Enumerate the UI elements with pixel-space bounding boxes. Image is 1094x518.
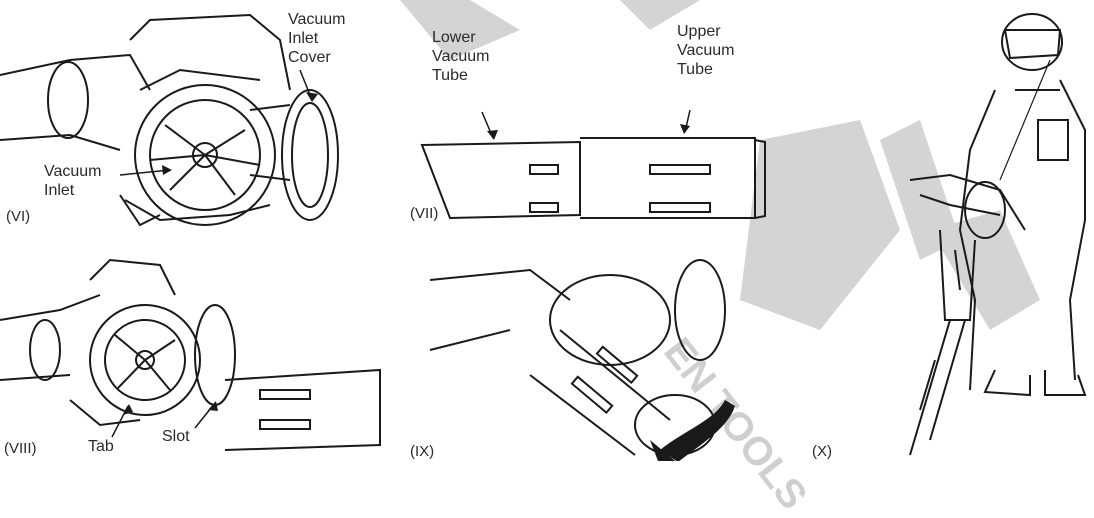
panel-number-x: (X) [812, 443, 832, 460]
label-tab: Tab [88, 438, 114, 455]
label-lower-vacuum-tube: Lower Vacuum Tube [432, 29, 490, 84]
tube-twist-illustration [429, 259, 735, 461]
panel-number-vii: (VII) [410, 205, 439, 222]
panel-viii: Tab Slot (VIII) [0, 240, 385, 461]
panel-x: (X) [800, 0, 1094, 461]
label-upper-vacuum-tube: Upper Vacuum Tube [677, 23, 735, 78]
panel-number-vi: (VI) [6, 208, 31, 225]
blower-tube-attach-illustration [0, 258, 381, 451]
panel-number-ix: (IX) [410, 443, 435, 460]
vacuum-tubes-illustration [420, 109, 766, 220]
label-slot: Slot [162, 428, 190, 445]
panel-vi: Vacuum Inlet Cover Vacuum Inlet (VI) [0, 0, 380, 235]
blower-inlet-illustration [0, 13, 339, 227]
panel-vii: Lower Vacuum Tube Upper Vacuum Tube (VII… [410, 0, 780, 235]
panel-ix: (IX) [410, 240, 770, 461]
label-vacuum-inlet: Vacuum Inlet [44, 163, 102, 199]
panel-number-viii: (VIII) [4, 440, 37, 457]
operator-vacuum-illustration [909, 13, 1087, 456]
watermark-graphic [400, 0, 1040, 330]
label-vacuum-inlet-cover: Vacuum Inlet Cover [288, 11, 346, 66]
